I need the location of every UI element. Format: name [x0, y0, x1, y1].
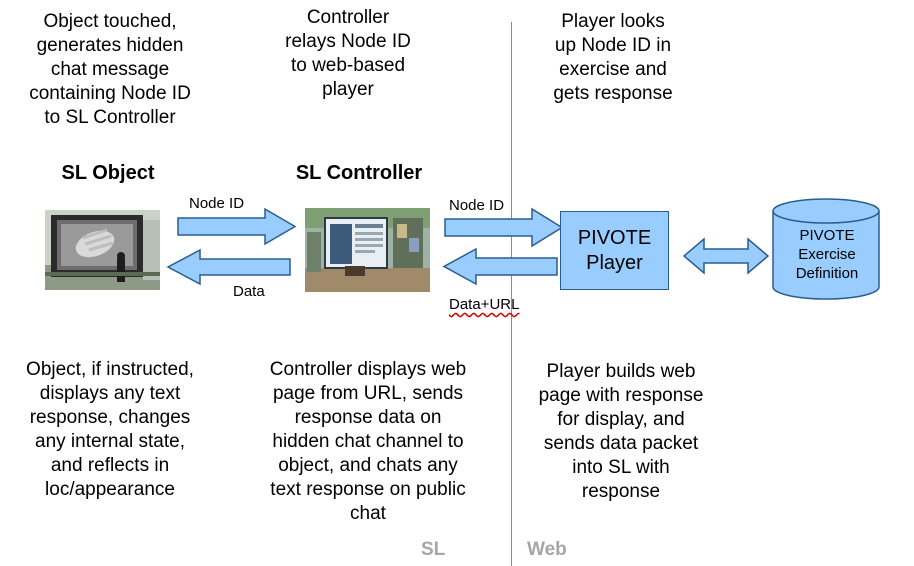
player-line-1: PIVOTE	[577, 226, 652, 249]
sl-controller-image	[305, 208, 430, 292]
caption-player-looks-up: Player looks up Node ID in exercise and …	[553, 11, 673, 104]
database-cylinder	[772, 198, 880, 300]
db-line-1: PIVOTE	[799, 227, 855, 244]
sl-web-divider	[511, 22, 512, 566]
arrow-controller-to-object	[166, 248, 291, 286]
label-controller-to-object: Data	[233, 283, 265, 300]
db-line-2: Exercise	[798, 246, 856, 263]
label-object-to-controller: Node ID	[189, 195, 245, 212]
caption-controller-relays: Controller relays Node ID to web-based p…	[285, 7, 411, 100]
label-player-to-controller: Data+URL	[449, 296, 520, 313]
caption-object-touched: Object touched, generates hidden chat me…	[29, 11, 191, 128]
arrow-player-to-controller	[442, 247, 558, 286]
caption-player-builds: Player builds web page with response for…	[538, 361, 704, 502]
database-label: PIVOTE Exercise Definition	[776, 226, 878, 283]
sl-object-image	[45, 210, 160, 290]
sl-controller-scene	[305, 208, 430, 292]
region-label-sl: SL	[421, 539, 446, 560]
pivote-player-box: PIVOTE Player	[560, 211, 669, 290]
arrow-player-database	[682, 237, 770, 275]
caption-controller-displays: Controller displays web page from URL, s…	[269, 359, 467, 524]
arrow-controller-to-player	[444, 207, 564, 248]
label-controller-to-player: Node ID	[449, 197, 505, 214]
sl-controller-title: SL Controller	[295, 162, 423, 184]
sl-object-scene	[45, 210, 160, 290]
db-line-3: Definition	[795, 265, 859, 282]
region-label-web: Web	[527, 539, 567, 560]
sl-object-title: SL Object	[61, 162, 155, 184]
arrow-object-to-controller	[177, 207, 297, 246]
caption-object-displays: Object, if instructed, displays any text…	[26, 359, 194, 500]
player-line-2: Player	[586, 251, 643, 274]
